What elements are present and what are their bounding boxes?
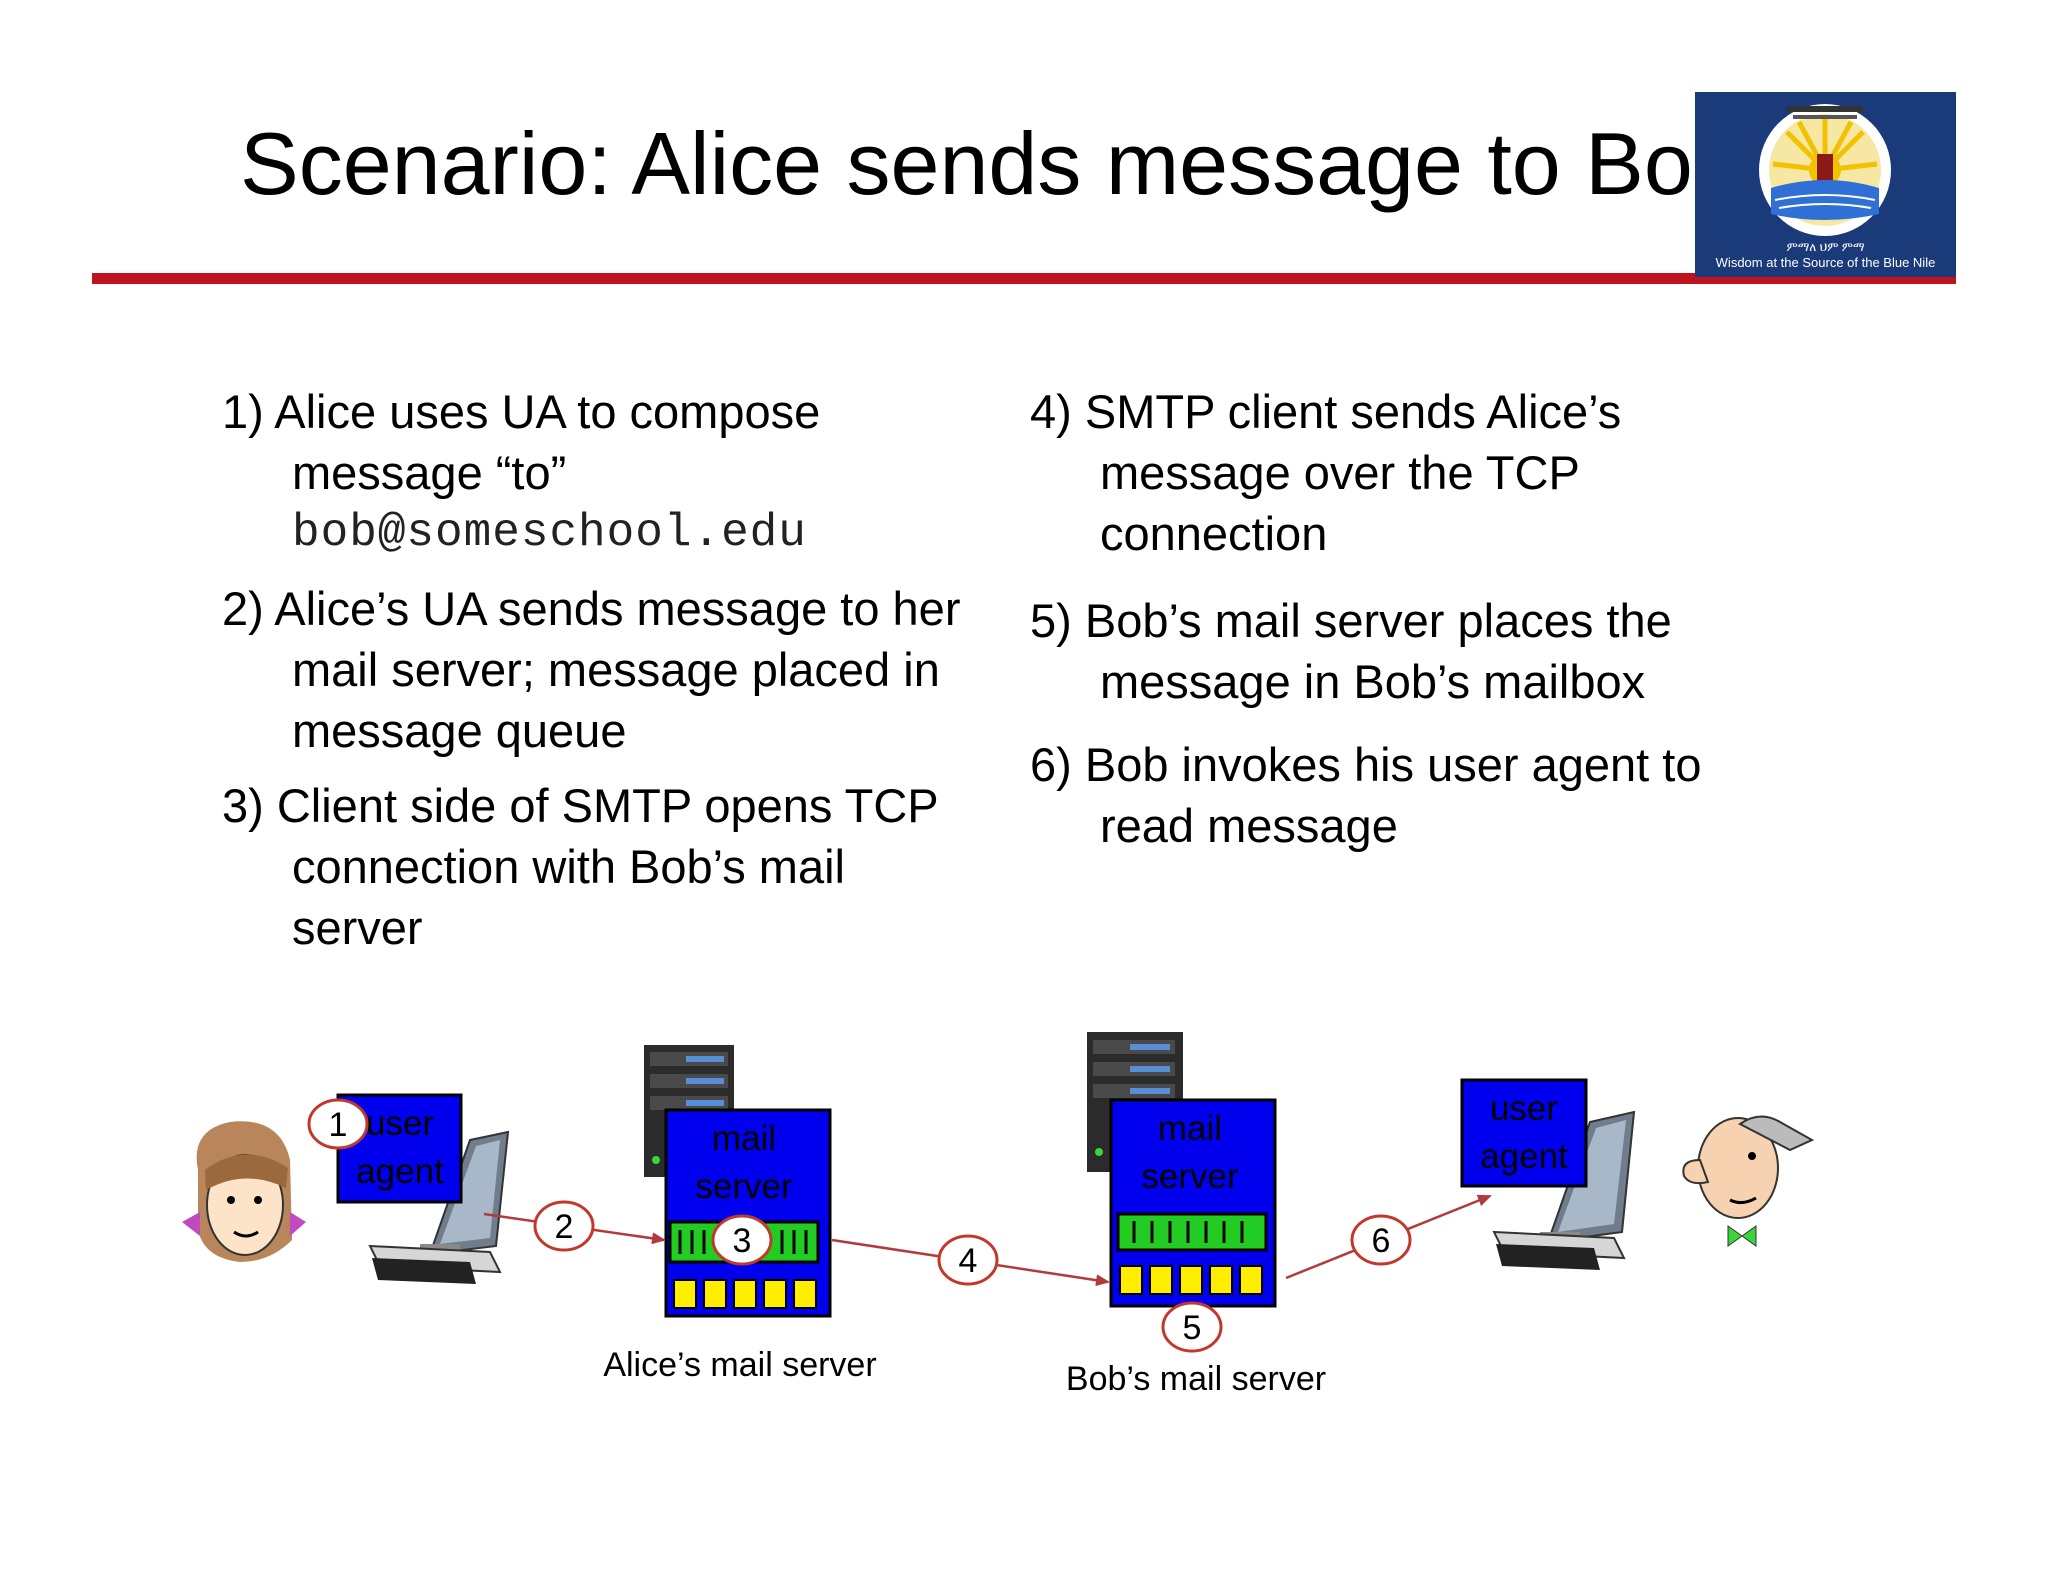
step-3-number: 3) [222,779,264,832]
alice-mailboxes [673,1279,817,1309]
bob-ua-label-line-1: user [1490,1089,1558,1128]
marker-2-label: 2 [555,1208,574,1246]
alice-ua-label-line-1: user [366,1104,434,1143]
slide-title: Scenario: Alice sends message to Bob [240,114,1742,213]
step-3: 3) Client side of SMTP opens TCP connect… [222,775,982,958]
step-6: 6) Bob invokes his user agent to read me… [1030,734,1830,856]
bob-mailboxes [1119,1265,1263,1295]
university-logo: ምማለ ህም ምማ Wisdom at the Source of the Bl… [1695,92,1956,277]
step-5-number: 5) [1030,594,1072,647]
step-4-line-2: message over the TCP [1100,446,1580,499]
logo-emblem-icon [1759,104,1891,236]
marker-5: 5 [1161,1301,1223,1353]
alice-mail-server-caption: Alice’s mail server [603,1346,876,1384]
logo-amharic-text: ምማለ ህም ምማ [1786,240,1865,254]
marker-6: 6 [1350,1214,1412,1266]
step-4-line-3: connection [1100,507,1328,560]
marker-3: 3 [711,1214,773,1266]
alice-person-icon [182,1121,306,1262]
marker-1: 1 [307,1098,369,1150]
alice-server-label-line-1: mail [712,1119,776,1158]
marker-2: 2 [533,1200,595,1252]
step-6-line-2: read message [1100,799,1398,852]
marker-3-label: 3 [733,1222,752,1260]
step-5-line-1: Bob’s mail server places the [1084,594,1672,647]
step-1-email-address: bob@someschool.edu [292,507,807,559]
bob-ua-label-line-2: agent [1480,1137,1568,1176]
step-1-text: Alice uses UA to compose message “to” [274,385,821,499]
right-steps-list: 4) SMTP client sends Alice’s message ove… [1030,381,1830,872]
alice-computer-icon [368,1130,510,1284]
bob-user-agent-box [1460,1078,1588,1188]
step-5: 5) Bob’s mail server places the message … [1030,590,1830,712]
marker-6-label: 6 [1372,1222,1391,1260]
bob-message-queue [1116,1212,1268,1252]
step-2: 2) Alice’s UA sends message to her mail … [222,578,982,761]
title-divider [92,273,1956,284]
step-4-line-1: SMTP client sends Alice’s [1084,385,1622,438]
bob-server-label-line-1: mail [1158,1109,1222,1148]
bob-computer-icon [1492,1110,1636,1270]
bob-server-label-line-2: server [1141,1157,1239,1196]
step-2-number: 2) [222,582,264,635]
alice-server-label-line-2: server [695,1167,793,1206]
bob-mail-server-caption: Bob’s mail server [1066,1360,1326,1398]
step-1-number: 1) [222,385,264,438]
bob-person-icon [1682,1115,1815,1247]
step-1: 1) Alice uses UA to compose message “to”… [222,381,982,564]
step-5-line-2: message in Bob’s mailbox [1100,655,1646,708]
step-2-text: Alice’s UA sends message to her mail ser… [274,582,961,757]
marker-4-label: 4 [959,1242,978,1280]
step-6-number: 6) [1030,738,1072,791]
logo-caption: Wisdom at the Source of the Blue Nile [1715,255,1936,270]
step-3-text: Client side of SMTP opens TCP connection… [276,779,938,954]
alice-ua-label-line-2: agent [356,1152,444,1191]
marker-1-label: 1 [329,1106,348,1144]
marker-4: 4 [937,1234,999,1286]
step-4: 4) SMTP client sends Alice’s message ove… [1030,381,1830,564]
marker-5-label: 5 [1183,1309,1202,1347]
step-6-line-1: Bob invokes his user agent to [1084,738,1702,791]
left-steps-list: 1) Alice uses UA to compose message “to”… [222,381,982,972]
step-4-number: 4) [1030,385,1072,438]
